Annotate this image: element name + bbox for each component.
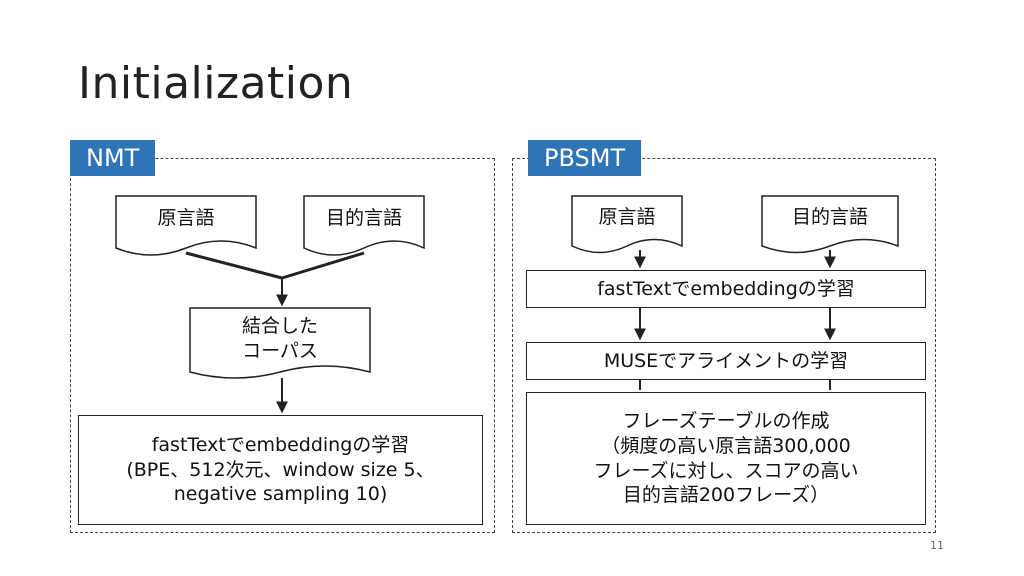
nmt-combined-doc-shape <box>189 307 371 379</box>
pbsmt-target-doc: 目的言語 <box>791 205 868 228</box>
pbsmt-panel <box>512 158 936 533</box>
pbsmt-source-doc: 原言語 <box>598 205 656 228</box>
nmt-target-doc: 目的言語 <box>325 206 402 229</box>
pbsmt-source-doc-shape <box>571 195 683 254</box>
nmt-training-box: fastTextでembeddingの学習 (BPE、512次元、window … <box>78 415 483 525</box>
nmt-source-doc-shape <box>115 195 257 256</box>
slide-title: Initialization <box>78 58 354 109</box>
nmt-tag: NMT <box>70 140 156 176</box>
pbsmt-tag: PBSMT <box>528 140 642 176</box>
page-number: 11 <box>930 539 944 552</box>
nmt-target-doc-shape <box>303 195 425 256</box>
pbsmt-muse-box: MUSEでアライメントの学習 <box>526 342 926 380</box>
nmt-source-doc: 原言語 <box>157 206 215 229</box>
pbsmt-target-doc-shape <box>761 195 899 254</box>
nmt-combined-doc: 結合した コーパス <box>241 315 318 362</box>
nmt-panel <box>70 158 495 533</box>
pbsmt-embedding-box: fastTextでembeddingの学習 <box>526 270 926 308</box>
pbsmt-phrase-table-box: フレーズテーブルの作成 （頻度の高い原言語300,000 フレーズに対し、スコア… <box>526 392 926 525</box>
